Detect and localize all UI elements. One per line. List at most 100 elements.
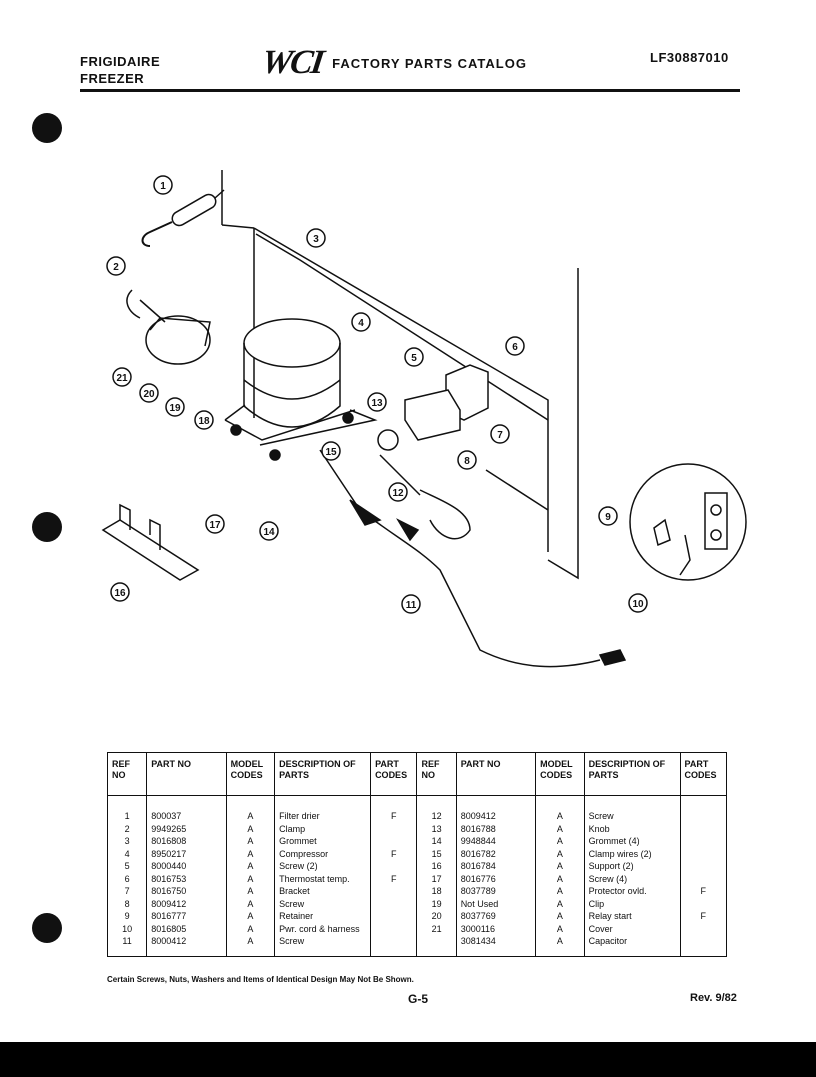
cell-ref: 3 — [106, 835, 147, 848]
cell-model: A — [535, 935, 585, 957]
callout-8: 8 — [457, 450, 477, 470]
cell-part: 8016750 — [146, 885, 227, 898]
thermostat — [377, 364, 489, 540]
callout-1: 1 — [153, 175, 173, 195]
cell-ref: 16 — [416, 860, 457, 873]
cell-part: 3000116 — [455, 922, 536, 935]
cell-code — [679, 835, 728, 848]
col-part-no: PART NO — [146, 752, 227, 796]
cell-code — [370, 922, 417, 935]
svg-text:14: 14 — [263, 527, 275, 538]
punch-hole — [32, 913, 62, 943]
cell-code: F — [679, 885, 728, 898]
cell-ref: 5 — [106, 860, 147, 873]
product-type: FREEZER — [80, 71, 145, 86]
cell-ref: 10 — [106, 922, 147, 935]
model-number: LF30887010 — [650, 50, 729, 65]
table-header-row: REF NO PART NO MODEL CODES DESCRIPTION O… — [106, 752, 728, 796]
cell-part: 8016776 — [455, 872, 536, 885]
cell-desc: Clamp — [274, 822, 371, 835]
cell-desc: Cover — [583, 922, 681, 935]
callout-5: 5 — [404, 347, 424, 367]
cell-model: A — [225, 922, 275, 935]
cell-ref: 2 — [106, 822, 147, 835]
cell-ref: 11 — [106, 935, 147, 957]
relay-cover — [126, 289, 211, 365]
cell-desc: Grommet — [274, 835, 371, 848]
cell-desc: Clip — [583, 897, 681, 910]
cell-part: 8950217 — [146, 847, 227, 860]
cell-ref: 6 — [106, 872, 147, 885]
callout-11: 11 — [401, 594, 421, 614]
svg-text:13: 13 — [371, 398, 383, 409]
support-bracket — [101, 503, 200, 581]
cell-code — [679, 897, 728, 910]
cell-part: 9948844 — [455, 835, 536, 848]
cell-code — [679, 860, 728, 873]
col-part-codes: PART CODES — [370, 752, 417, 796]
cell-model: A — [535, 897, 585, 910]
catalog-page: FRIGIDAIRE FREEZER WCI FACTORY PARTS CAT… — [0, 0, 816, 1042]
cell-model: A — [225, 885, 275, 898]
col-description: DESCRIPTION OF PARTS — [274, 752, 371, 796]
cell-model: A — [535, 795, 585, 823]
cell-desc: Retainer — [274, 910, 371, 923]
callout-7: 7 — [490, 424, 510, 444]
svg-text:18: 18 — [198, 416, 210, 427]
page-number: G-5 — [408, 992, 429, 1006]
punch-hole — [32, 512, 62, 542]
footnote: Certain Screws, Nuts, Washers and Items … — [107, 975, 414, 984]
cell-ref: 18 — [416, 885, 457, 898]
cell-desc: Thermostat temp. — [274, 872, 371, 885]
revision-date: Rev. 9/82 — [690, 992, 737, 1004]
exploded-parts-diagram: 1 2 3 4 5 6 7 8 9 10 11 12 13 14 15 16 1… — [101, 170, 747, 668]
cell-code: F — [679, 910, 728, 923]
col-part-codes: PART CODES — [679, 752, 728, 796]
cell-desc: Screw — [583, 795, 681, 823]
parts-table: REF NO PART NO MODEL CODES DESCRIPTION O… — [106, 752, 728, 957]
cell-ref: 14 — [416, 835, 457, 848]
cell-model: A — [225, 822, 275, 835]
callout-6: 6 — [505, 336, 525, 356]
svg-text:21: 21 — [116, 373, 128, 384]
power-cord — [319, 449, 627, 668]
callout-21: 21 — [112, 367, 132, 387]
cell-code — [679, 872, 728, 885]
cell-ref: 4 — [106, 847, 147, 860]
cell-desc: Bracket — [274, 885, 371, 898]
cell-model: A — [535, 847, 585, 860]
col-ref-no: REF NO — [416, 752, 457, 796]
cell-part: 8000412 — [146, 935, 227, 957]
cell-model: A — [535, 872, 585, 885]
cell-desc: Screw — [274, 897, 371, 910]
cell-model: A — [535, 885, 585, 898]
cell-ref: 20 — [416, 910, 457, 923]
wci-logo: WCI — [259, 44, 325, 81]
cell-ref: 12 — [416, 795, 457, 823]
outlet-inset — [629, 463, 747, 581]
callout-3: 3 — [306, 228, 326, 248]
svg-text:15: 15 — [325, 447, 337, 458]
svg-text:9: 9 — [605, 512, 611, 523]
cell-code: F — [370, 872, 417, 885]
cell-desc: Clamp wires (2) — [583, 847, 681, 860]
callout-19: 19 — [165, 397, 185, 417]
callout-4: 4 — [351, 312, 371, 332]
callout-17: 17 — [205, 514, 225, 534]
svg-text:1: 1 — [160, 181, 166, 192]
callout-9: 9 — [598, 506, 618, 526]
cell-ref: 17 — [416, 872, 457, 885]
cell-part: 8037789 — [455, 885, 536, 898]
svg-text:20: 20 — [143, 389, 155, 400]
cell-model: A — [225, 872, 275, 885]
cell-desc: Screw (2) — [274, 860, 371, 873]
cell-code — [370, 835, 417, 848]
svg-text:4: 4 — [358, 318, 364, 329]
cell-model: A — [535, 860, 585, 873]
cell-code — [679, 795, 728, 823]
cell-desc: Screw (4) — [583, 872, 681, 885]
cell-code — [370, 897, 417, 910]
